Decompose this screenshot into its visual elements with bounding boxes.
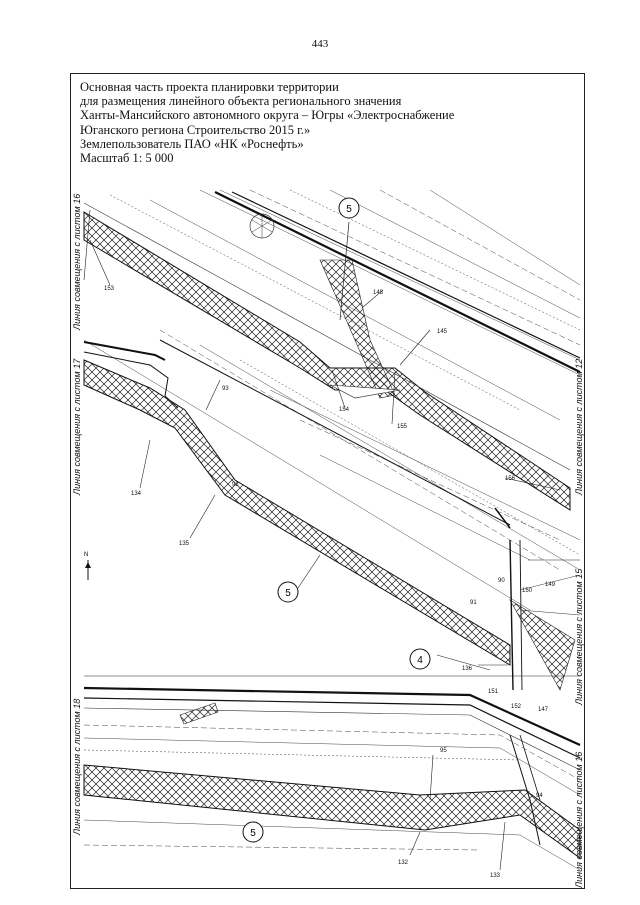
north-arrow-icon <box>85 560 91 580</box>
page-number: 443 <box>311 38 329 50</box>
title-block: Основная часть проекта планировки террит… <box>80 80 560 165</box>
point-label: 135 <box>179 541 190 547</box>
callout-5-bottom: 5 <box>242 821 264 843</box>
section-2 <box>83 329 581 691</box>
point-label: 134 <box>131 491 142 497</box>
point-label: 91 <box>470 600 477 606</box>
title-line-2: для размещения линейного объекта региона… <box>80 94 402 109</box>
scale-line: Масштаб 1: 5 000 <box>80 151 174 166</box>
point-label: 154 <box>339 407 350 413</box>
point-label: 150 <box>522 588 533 594</box>
point-label: 149 <box>545 582 556 588</box>
point-label: 132 <box>398 860 409 866</box>
callout-4: 4 <box>409 648 431 670</box>
point-label: 147 <box>538 707 549 713</box>
title-line-4: Юганского региона Строительство 2015 г.» <box>80 122 311 137</box>
callout-label: 5 <box>250 828 256 839</box>
point-label: 148 <box>373 290 384 296</box>
point-label: 95 <box>440 748 447 754</box>
section-1 <box>83 189 581 511</box>
land-user-line: Землепользователь ПАО «НК «Роснефть» <box>80 136 304 151</box>
point-label: 153 <box>104 286 115 292</box>
hatched-corridor-3 <box>83 764 581 859</box>
point-label: 156 <box>505 476 516 482</box>
callout-5-mid: 5 <box>277 581 299 603</box>
callout-label: 4 <box>417 655 423 666</box>
point-label: 151 <box>488 689 499 695</box>
hatched-corridor-1 <box>83 211 571 511</box>
callout-label: 5 <box>346 204 352 215</box>
point-label: 155 <box>397 424 408 430</box>
point-label: 93 <box>222 386 229 392</box>
section-3 <box>83 675 581 871</box>
point-label: 136 <box>462 666 473 672</box>
title-line-1: Основная часть проекта планировки террит… <box>80 80 339 94</box>
point-label: 92 <box>232 482 239 488</box>
north-label: N <box>84 552 88 558</box>
callout-5-top: 5 <box>338 197 360 219</box>
point-label: 90 <box>498 578 505 584</box>
point-label: 152 <box>511 704 522 710</box>
point-label: 94 <box>536 793 543 799</box>
map-frame <box>70 73 585 889</box>
hatched-corridor-2 <box>83 359 511 666</box>
callout-label: 5 <box>285 588 291 599</box>
title-line-3: Ханты-Мансийского автономного округа – Ю… <box>80 108 455 123</box>
point-label: 145 <box>437 329 448 335</box>
point-label: 133 <box>490 873 501 879</box>
